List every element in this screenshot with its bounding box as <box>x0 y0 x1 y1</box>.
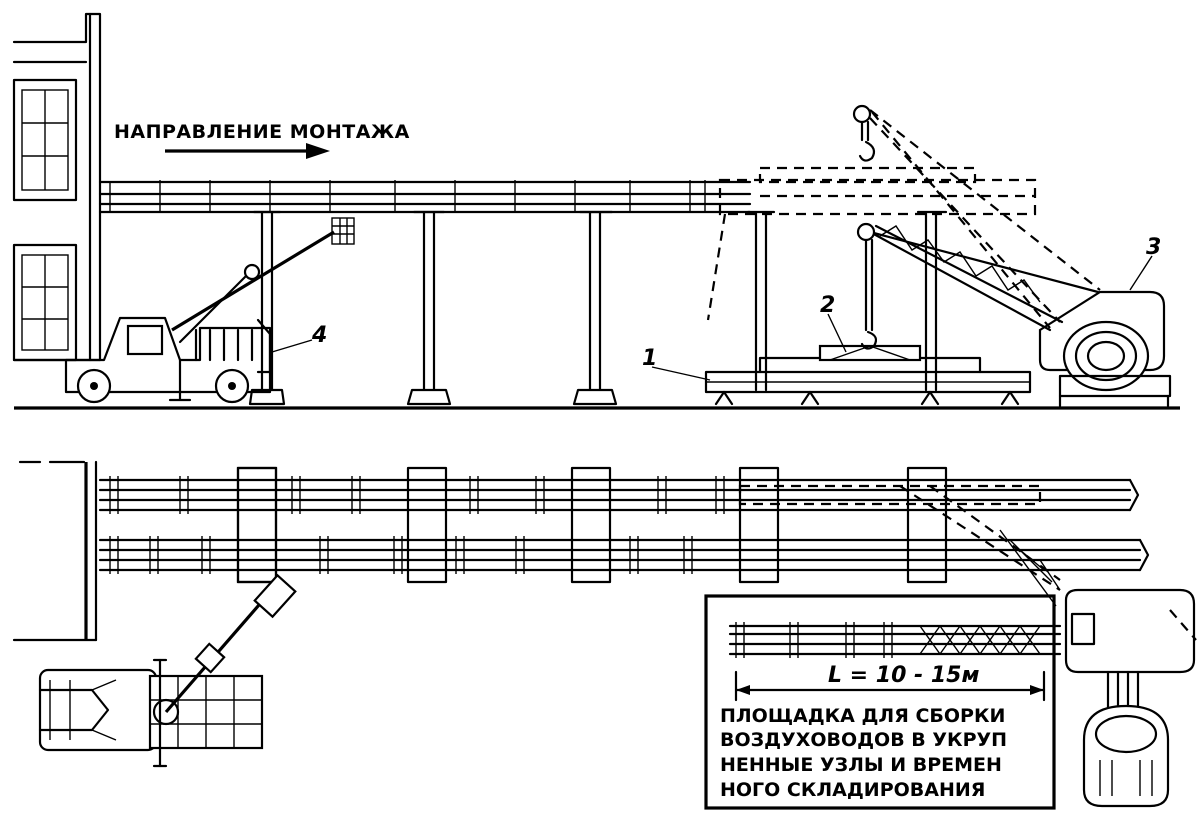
plan-duct-upper <box>98 476 1140 514</box>
lifted-duct-section <box>706 166 1037 321</box>
crawler-crane <box>829 104 1172 408</box>
elevation-view: НАПРАВЛЕНИЕ МОНТАЖА <box>12 12 1180 410</box>
truck-crane <box>64 217 355 404</box>
installed-duct-run <box>98 180 752 214</box>
direction-label: НАПРАВЛЕНИЕ МОНТАЖА <box>114 121 410 143</box>
assembly-duct <box>728 622 1062 658</box>
caption-line-1: ПЛОЩАДКА ДЛЯ СБОРКИ <box>720 705 1005 727</box>
caption-line-2: ВОЗДУХОВОДОВ В УКРУП <box>720 729 1007 751</box>
dimension-label: L = 10 - 15м <box>828 663 979 688</box>
plan-crawler-crane <box>999 529 1197 808</box>
dimension-line <box>734 670 1046 702</box>
plan-column-footings <box>236 466 948 584</box>
support-columns <box>248 210 948 406</box>
direction-arrow <box>165 143 330 159</box>
callout-leaders <box>271 255 1153 381</box>
plan-lifted-section <box>738 484 1061 591</box>
assembly-stand <box>704 344 1032 406</box>
caption-line-3: НЕННЫЕ УЗЛЫ И ВРЕМЕН <box>720 754 1002 776</box>
plan-truck-crane <box>38 573 297 768</box>
callout-1: 1 <box>642 346 657 371</box>
callout-4: 4 <box>311 323 327 348</box>
plan-view: L = 10 - 15м ПЛОЩАДКА ДЛЯ СБОРКИ ВОЗДУХО… <box>12 460 1197 810</box>
plan-duct-lower <box>98 536 1150 574</box>
building-facade <box>12 12 102 362</box>
callout-3: 3 <box>1146 235 1161 260</box>
assembly-area: L = 10 - 15м ПЛОЩАДКА ДЛЯ СБОРКИ ВОЗДУХО… <box>704 594 1062 810</box>
building-plan-edge <box>12 460 98 642</box>
callout-2: 2 <box>820 293 835 318</box>
caption-line-4: НОГО СКЛАДИРОВАНИЯ <box>720 779 985 801</box>
